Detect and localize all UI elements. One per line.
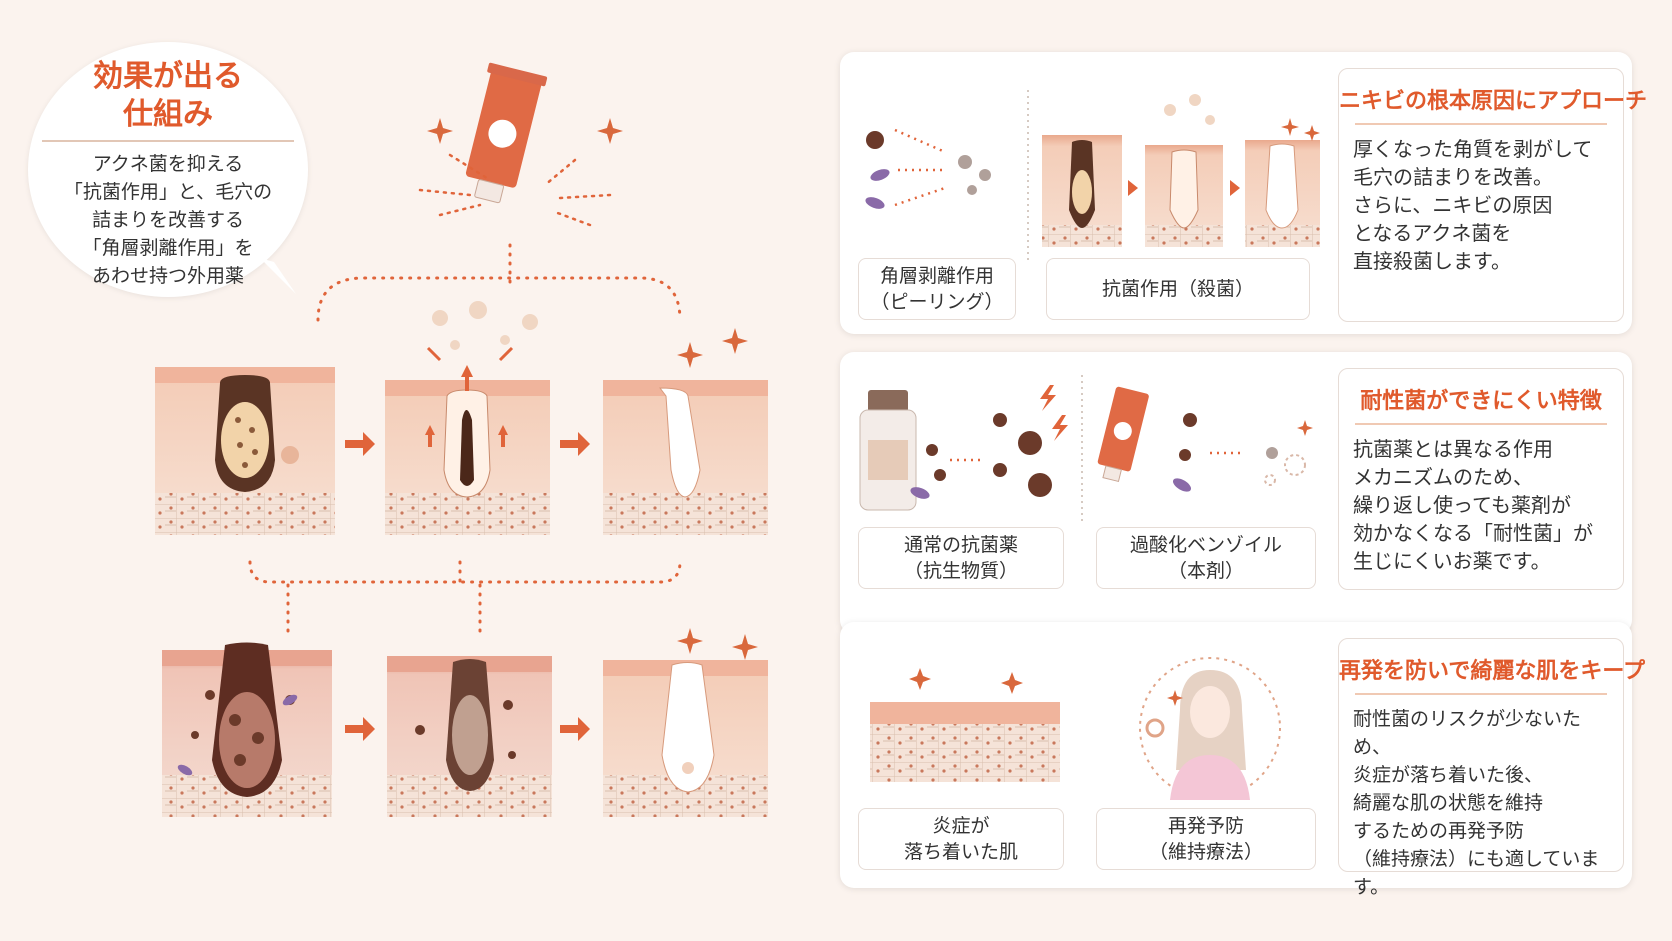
skin-clear-pore: [603, 328, 768, 535]
label-maintenance-therapy: 再発予防（維持療法）: [1096, 808, 1316, 870]
label-peeling: 角層剥離作用（ピーリング）: [858, 258, 1016, 320]
info-body: 厚くなった角質を剥がして毛穴の詰まりを改善。さらに、ニキビの原因となるアクネ菌を…: [1353, 137, 1593, 273]
info-box-maintenance: 再発を防いで綺麗な肌をキープ 耐性菌のリスクが少ないため、炎症が落ち着いた後、綺…: [1338, 638, 1646, 898]
woman-ok-gesture-icon: [1139, 657, 1281, 800]
peeling-antibacterial-illustration: [865, 90, 1320, 260]
label-benzoyl-peroxide: 過酸化ベンゾイル（本剤）: [1096, 527, 1316, 589]
info-box-approach: ニキビの根本原因にアプローチ 厚くなった角質を剥がして毛穴の詰まりを改善。さらに…: [1338, 68, 1648, 322]
pill-bottle-icon: [859, 390, 917, 511]
sparkle-icon: [427, 118, 623, 144]
resistance-illustration: [859, 375, 1313, 525]
mechanism-illustration: [155, 62, 768, 817]
skin-clogged-pore: [155, 367, 335, 535]
skin-calm-pore: [603, 628, 768, 817]
info-body: 抗菌薬とは異なる作用メカニズムのため、繰り返し使っても薬剤が効かなくなる「耐性菌…: [1353, 437, 1593, 573]
info-title: ニキビの根本原因にアプローチ: [1339, 89, 1648, 114]
callout-divider: [42, 140, 294, 142]
cream-tube-icon: [465, 62, 548, 204]
skin-inflamed-pore: [162, 642, 332, 817]
label-normal-antibiotic: 通常の抗菌薬（抗生物質）: [858, 527, 1064, 589]
callout-title: 効果が出る 仕組み: [93, 59, 243, 132]
label-antibacterial: 抗菌作用（殺菌）: [1046, 258, 1310, 320]
info-title: 再発を防いで綺麗な肌をキープ: [1339, 659, 1646, 684]
callout-body: アクネ菌を抑える 「抗菌作用」と、毛穴の 詰まりを改善する 「角層剥離作用」を …: [63, 153, 273, 287]
speech-bubble-tail: [260, 258, 296, 294]
cream-tube-icon: [1097, 386, 1149, 483]
maintenance-illustration: [870, 657, 1281, 800]
label-calm-skin: 炎症が落ち着いた肌: [858, 808, 1064, 870]
info-title: 耐性菌ができにくい特徴: [1360, 389, 1602, 414]
info-body: 耐性菌のリスクが少ないため、炎症が落ち着いた後、綺麗な肌の状態を維持するための再…: [1353, 708, 1600, 898]
skin-healing-pore: [387, 656, 552, 817]
speech-bubble: [28, 42, 308, 297]
skin-peeling-pore: [385, 301, 550, 535]
info-box-resistance: 耐性菌ができにくい特徴 抗菌薬とは異なる作用メカニズムのため、繰り返し使っても薬…: [1338, 368, 1624, 590]
